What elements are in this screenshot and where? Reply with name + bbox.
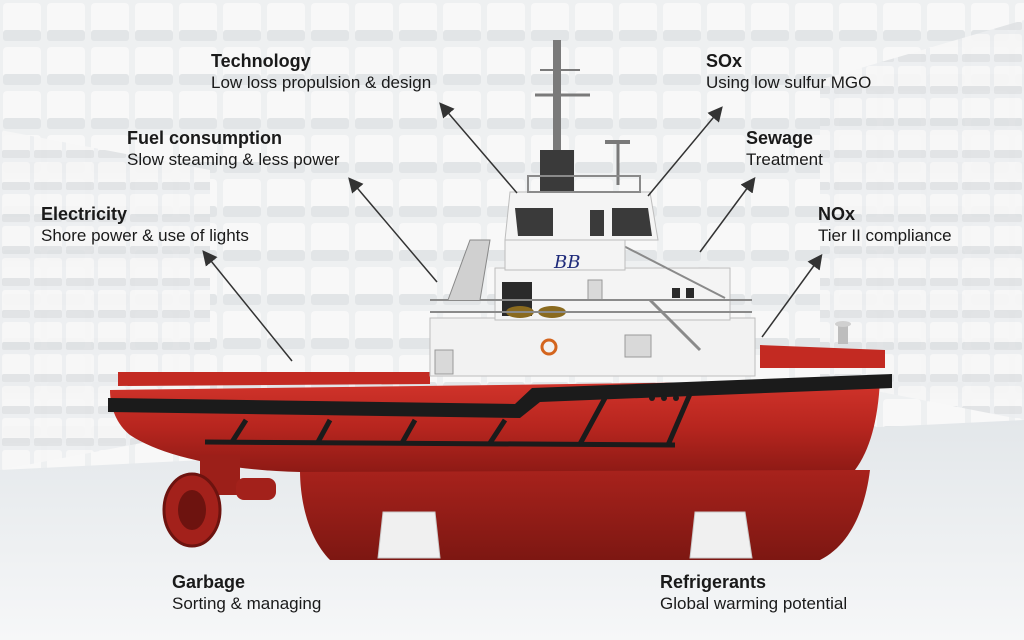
annotation-nox: NOx Tier II compliance <box>818 203 952 247</box>
annotation-desc: Low loss propulsion & design <box>211 73 432 92</box>
annotation-title: Sewage <box>746 128 814 148</box>
annotation-technology: Technology Low loss propulsion & design <box>211 50 431 94</box>
arrow-sewage <box>699 176 756 253</box>
annotation-fuel-consumption: Fuel consumption Slow steaming & less po… <box>127 127 340 171</box>
ship-logo: BB <box>553 252 580 273</box>
annotation-garbage: Garbage Sorting & managing <box>172 571 321 615</box>
annotation-desc: Shore power & use of lights <box>41 226 249 245</box>
annotation-desc: Tier II compliance <box>818 226 952 245</box>
annotation-title: Electricity <box>41 204 128 224</box>
annotation-title: Garbage <box>172 572 246 592</box>
arrow-electricity <box>202 250 293 362</box>
annotation-title: SOx <box>706 51 743 71</box>
annotation-title: NOx <box>818 204 856 224</box>
annotation-sox: SOx Using low sulfur MGO <box>706 50 871 94</box>
arrow-fuel <box>348 177 438 283</box>
annotation-sewage: Sewage Treatment <box>746 127 823 171</box>
arrow-sox <box>647 106 723 197</box>
annotation-desc: Sorting & managing <box>172 594 322 613</box>
annotation-desc: Slow steaming & less power <box>127 150 340 169</box>
arrow-technology <box>439 102 518 194</box>
annotation-title: Fuel consumption <box>127 128 282 148</box>
annotation-electricity: Electricity Shore power & use of lights <box>41 203 249 247</box>
annotation-desc: Global warming potential <box>660 594 848 613</box>
annotation-desc: Treatment <box>746 150 823 169</box>
annotation-title: Refrigerants <box>660 572 767 592</box>
annotation-desc: Using low sulfur MGO <box>706 73 872 92</box>
annotation-title: Technology <box>211 51 311 71</box>
annotation-refrigerants: Refrigerants Global warming potential <box>660 571 847 615</box>
arrow-nox <box>761 253 823 338</box>
